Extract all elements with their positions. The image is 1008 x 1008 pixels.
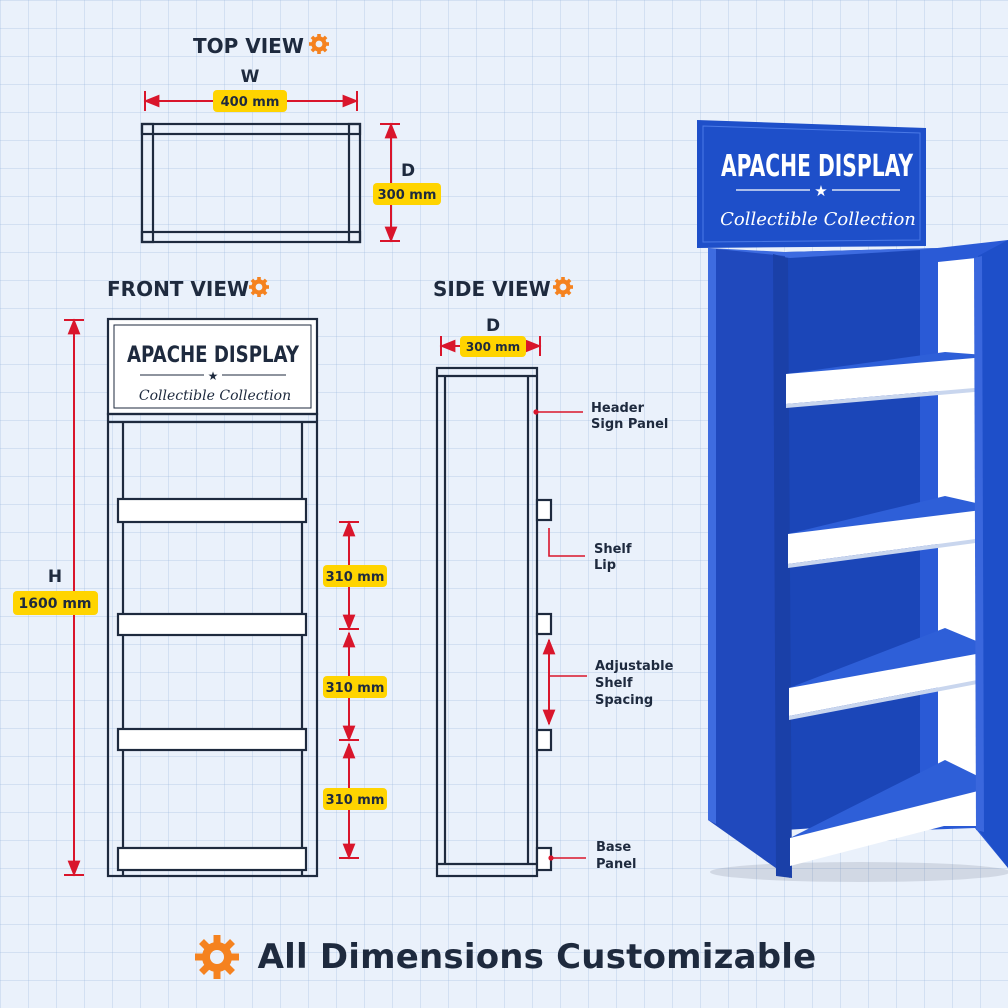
callout-text: Spacing	[595, 693, 653, 708]
front-height-symbol: H	[48, 567, 62, 587]
callout-shelf-lip: Shelf Lip	[548, 528, 636, 573]
display-shelf-lip	[786, 356, 998, 404]
display-3d-render: APACHE DISPLAY ★ Collectible Collection	[697, 120, 1008, 882]
callout-text: Lip	[594, 558, 616, 573]
callout-text: Header	[591, 401, 645, 416]
front-shelf	[116, 497, 308, 524]
side-depth-symbol: D	[486, 316, 500, 336]
callout-text: Sign Panel	[591, 417, 668, 432]
display-sign-star: ★	[814, 182, 827, 200]
svg-text:Header Sign Panel: Header Sign Panel	[591, 401, 668, 432]
front-shelves	[116, 497, 308, 872]
top-depth-label: 300 mm	[378, 188, 437, 203]
svg-text:Adjustable Shelf: Adjustable Shelf Spacing	[595, 659, 678, 708]
footer-text: All Dimensions Customizable	[257, 937, 817, 977]
shelf-spacing-label: 310 mm	[326, 793, 385, 808]
shelf-lip	[535, 612, 553, 636]
svg-text:Base Panel: Base Panel	[596, 840, 636, 872]
shelf-lip	[535, 728, 553, 752]
side-depth-label: 300 mm	[466, 340, 520, 354]
callout-header-sign-panel: Header Sign Panel	[533, 401, 668, 432]
front-view: FRONT VIEW H 1600 mm APACHE DISPLAY ★ Co…	[13, 277, 387, 878]
gear-icon	[553, 277, 573, 297]
callout-adjustable-shelf-spacing: Adjustable Shelf Spacing	[542, 638, 678, 726]
front-header-sign: APACHE DISPLAY ★ Collectible Collection	[106, 317, 319, 416]
front-frame	[106, 412, 319, 878]
callout-text: Adjustable	[595, 659, 674, 674]
display-shelf-lip	[789, 650, 998, 716]
gear-icon	[309, 34, 329, 54]
front-shelf	[116, 846, 308, 872]
shelf-spacing-dimensions: 310 mm 310 mm 310 mm	[323, 520, 387, 860]
front-height-label: 1600 mm	[18, 596, 91, 612]
callout-base-panel: Base Panel	[548, 840, 636, 872]
display-shelves	[786, 352, 998, 866]
shelf-spacing-label: 310 mm	[326, 681, 385, 696]
top-depth-symbol: D	[401, 161, 415, 181]
display-sign-tagline: Collectible Collection	[720, 209, 916, 230]
shelf-spacing-label: 310 mm	[326, 570, 385, 585]
display-shelf-lip	[788, 508, 998, 564]
callout-text: Base	[596, 840, 631, 855]
gear-icon	[194, 935, 239, 979]
side-view-title: SIDE VIEW	[433, 277, 551, 301]
front-sign-brand: APACHE DISPLAY	[127, 343, 300, 368]
front-sign-star: ★	[208, 369, 219, 383]
top-view: TOP VIEW W 400 mm D 300 mm	[140, 34, 441, 244]
top-width-label: 400 mm	[221, 95, 280, 110]
svg-text:Shelf Lip: Shelf Lip	[594, 542, 636, 573]
shelf-lip	[535, 498, 553, 522]
top-view-outline	[140, 122, 362, 244]
footer: All Dimensions Customizable	[0, 922, 1008, 992]
callout-text: Shelf	[595, 676, 633, 691]
display-sign-brand: APACHE DISPLAY	[721, 149, 914, 184]
side-view: SIDE VIEW D 300 mm Header Sign Panel	[433, 277, 678, 878]
side-profile	[435, 366, 553, 878]
front-shelf	[116, 727, 308, 752]
callout-text: Shelf	[594, 542, 632, 557]
display-shelf-lip	[790, 786, 998, 866]
gear-icon	[249, 277, 269, 297]
front-view-title: FRONT VIEW	[107, 277, 249, 301]
top-view-title: TOP VIEW	[193, 34, 304, 58]
callout-text: Panel	[596, 857, 636, 872]
top-width-symbol: W	[241, 67, 260, 87]
front-shelf	[116, 612, 308, 637]
front-sign-tagline: Collectible Collection	[139, 388, 291, 404]
